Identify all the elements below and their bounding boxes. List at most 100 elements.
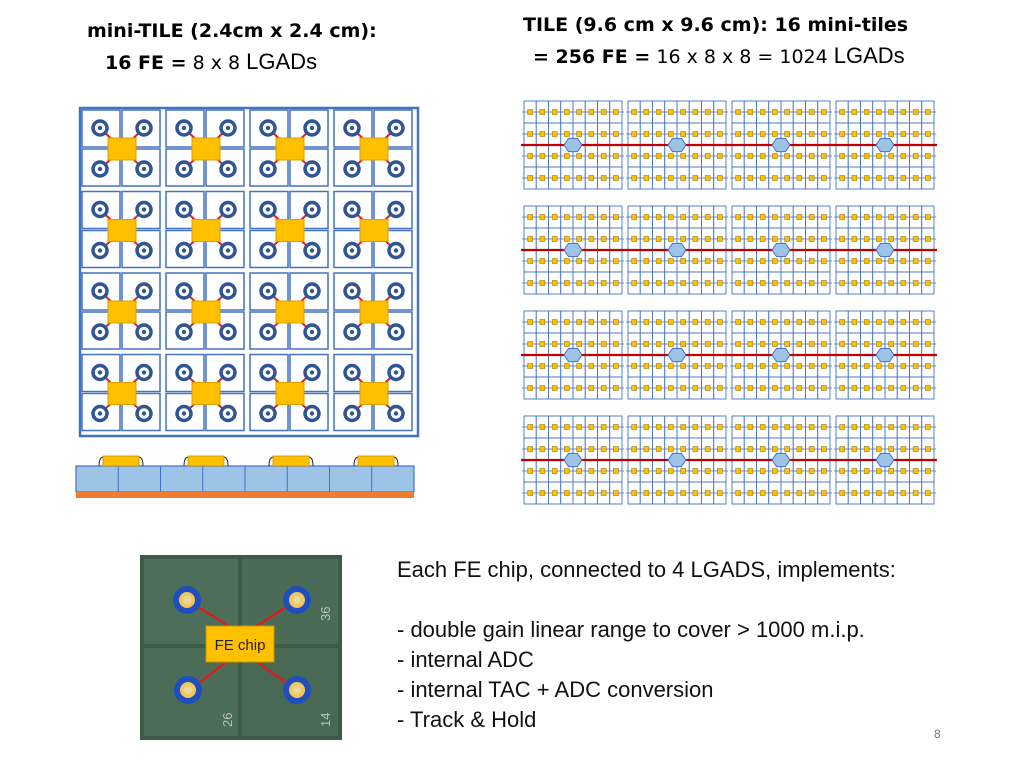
- tile-pad: [613, 424, 619, 430]
- lgad-pad-center: [349, 166, 355, 172]
- tile-pad: [668, 258, 674, 264]
- tile-pad: [808, 280, 815, 286]
- tile-mini-tile: [833, 100, 937, 190]
- tile-pad: [576, 175, 582, 181]
- tile-pad: [912, 258, 919, 264]
- tile-pad: [912, 131, 919, 137]
- tile-pad: [704, 258, 711, 264]
- tile-pad: [717, 175, 723, 181]
- tile-pad: [759, 446, 766, 452]
- photo-marking-bl: 26: [220, 713, 235, 727]
- tile-pad: [527, 280, 533, 286]
- tile-pad: [680, 468, 686, 474]
- tile-pad: [888, 236, 894, 242]
- tile-pad: [821, 341, 827, 347]
- lgad-pad-center: [97, 288, 103, 294]
- tile-pad: [821, 236, 827, 242]
- tile-pad: [643, 341, 650, 347]
- tile-pad: [613, 175, 619, 181]
- tile-pad: [912, 109, 919, 115]
- tile-pad: [539, 131, 546, 137]
- lgad-pad-center: [265, 329, 271, 335]
- fe-unit: [333, 190, 413, 269]
- tile-pad: [888, 446, 894, 452]
- tile-pad: [631, 175, 637, 181]
- tile-pad: [717, 236, 723, 242]
- fe-chip: [191, 300, 221, 324]
- tile-pad: [692, 490, 699, 496]
- tile-pad: [527, 490, 533, 496]
- tile-pad: [759, 468, 766, 474]
- tile-pad: [539, 236, 546, 242]
- tile-pad: [900, 280, 907, 286]
- lgad-pad-center: [349, 329, 355, 335]
- tile-pad: [925, 131, 931, 137]
- description-intro: Each FE chip, connected to 4 LGADS, impl…: [397, 557, 896, 582]
- tile-pad: [888, 175, 894, 181]
- tile-pad: [643, 468, 650, 474]
- tile-pad: [576, 385, 582, 391]
- tile-pad: [527, 109, 533, 115]
- fe-unit: [333, 109, 413, 187]
- tile-pad: [655, 109, 662, 115]
- tile-pad: [876, 468, 882, 474]
- tile-pad: [527, 175, 533, 181]
- tile-pad: [551, 490, 558, 496]
- tile-pad: [900, 319, 907, 325]
- tile-pad: [564, 424, 570, 430]
- pcb-layer: [76, 492, 414, 498]
- tile-pad: [784, 153, 790, 159]
- tile-pad: [655, 236, 662, 242]
- tile-pad: [668, 424, 674, 430]
- tile-pad: [747, 131, 754, 137]
- tile-pad: [839, 280, 845, 286]
- tile-pad: [808, 236, 815, 242]
- tile-pad: [912, 175, 919, 181]
- tile-pad: [759, 363, 766, 369]
- fe-chip: [191, 219, 221, 242]
- fe-unit: [81, 190, 161, 269]
- tile-pad: [551, 385, 558, 391]
- tile-pad: [680, 319, 686, 325]
- tile-pad: [876, 385, 882, 391]
- tile-pad: [808, 385, 815, 391]
- lgad-pad-center: [97, 329, 103, 335]
- tile-pad: [717, 109, 723, 115]
- tile-pad: [796, 175, 803, 181]
- tile-pad: [539, 446, 546, 452]
- mini-tile-grid: [78, 106, 420, 438]
- tile-pad: [692, 258, 699, 264]
- tile-pad: [912, 490, 919, 496]
- lgad-pad-center: [141, 207, 147, 212]
- tile-pad: [772, 319, 778, 325]
- tile-pad: [600, 236, 607, 242]
- tile-pad: [680, 363, 686, 369]
- tile-pad: [747, 319, 754, 325]
- tile-pad: [772, 490, 778, 496]
- tile-pad: [821, 131, 827, 137]
- tile-pad: [576, 363, 582, 369]
- tile-pad: [576, 280, 582, 286]
- tile-pad: [551, 341, 558, 347]
- tile-pad: [888, 468, 894, 474]
- tile-pad: [876, 319, 882, 325]
- tile-pad: [784, 468, 790, 474]
- tile-pad: [900, 131, 907, 137]
- tile-pad: [796, 258, 803, 264]
- fe-unit: [333, 353, 413, 432]
- tile-pad: [668, 490, 674, 496]
- tile-pad: [576, 341, 582, 347]
- tile-pad: [631, 424, 637, 430]
- tile-pad: [747, 280, 754, 286]
- tile-pad: [821, 319, 827, 325]
- tile-pad: [588, 468, 595, 474]
- tile-pad: [821, 424, 827, 430]
- tile-pad: [631, 341, 637, 347]
- lgad-pad-center: [225, 329, 231, 335]
- tile-pad: [863, 131, 870, 137]
- lgad-pad-center: [225, 370, 231, 375]
- photo-fe-chip: [205, 625, 275, 663]
- tile-pad: [717, 341, 723, 347]
- tile-pad: [851, 109, 858, 115]
- fe-chip: [107, 219, 137, 242]
